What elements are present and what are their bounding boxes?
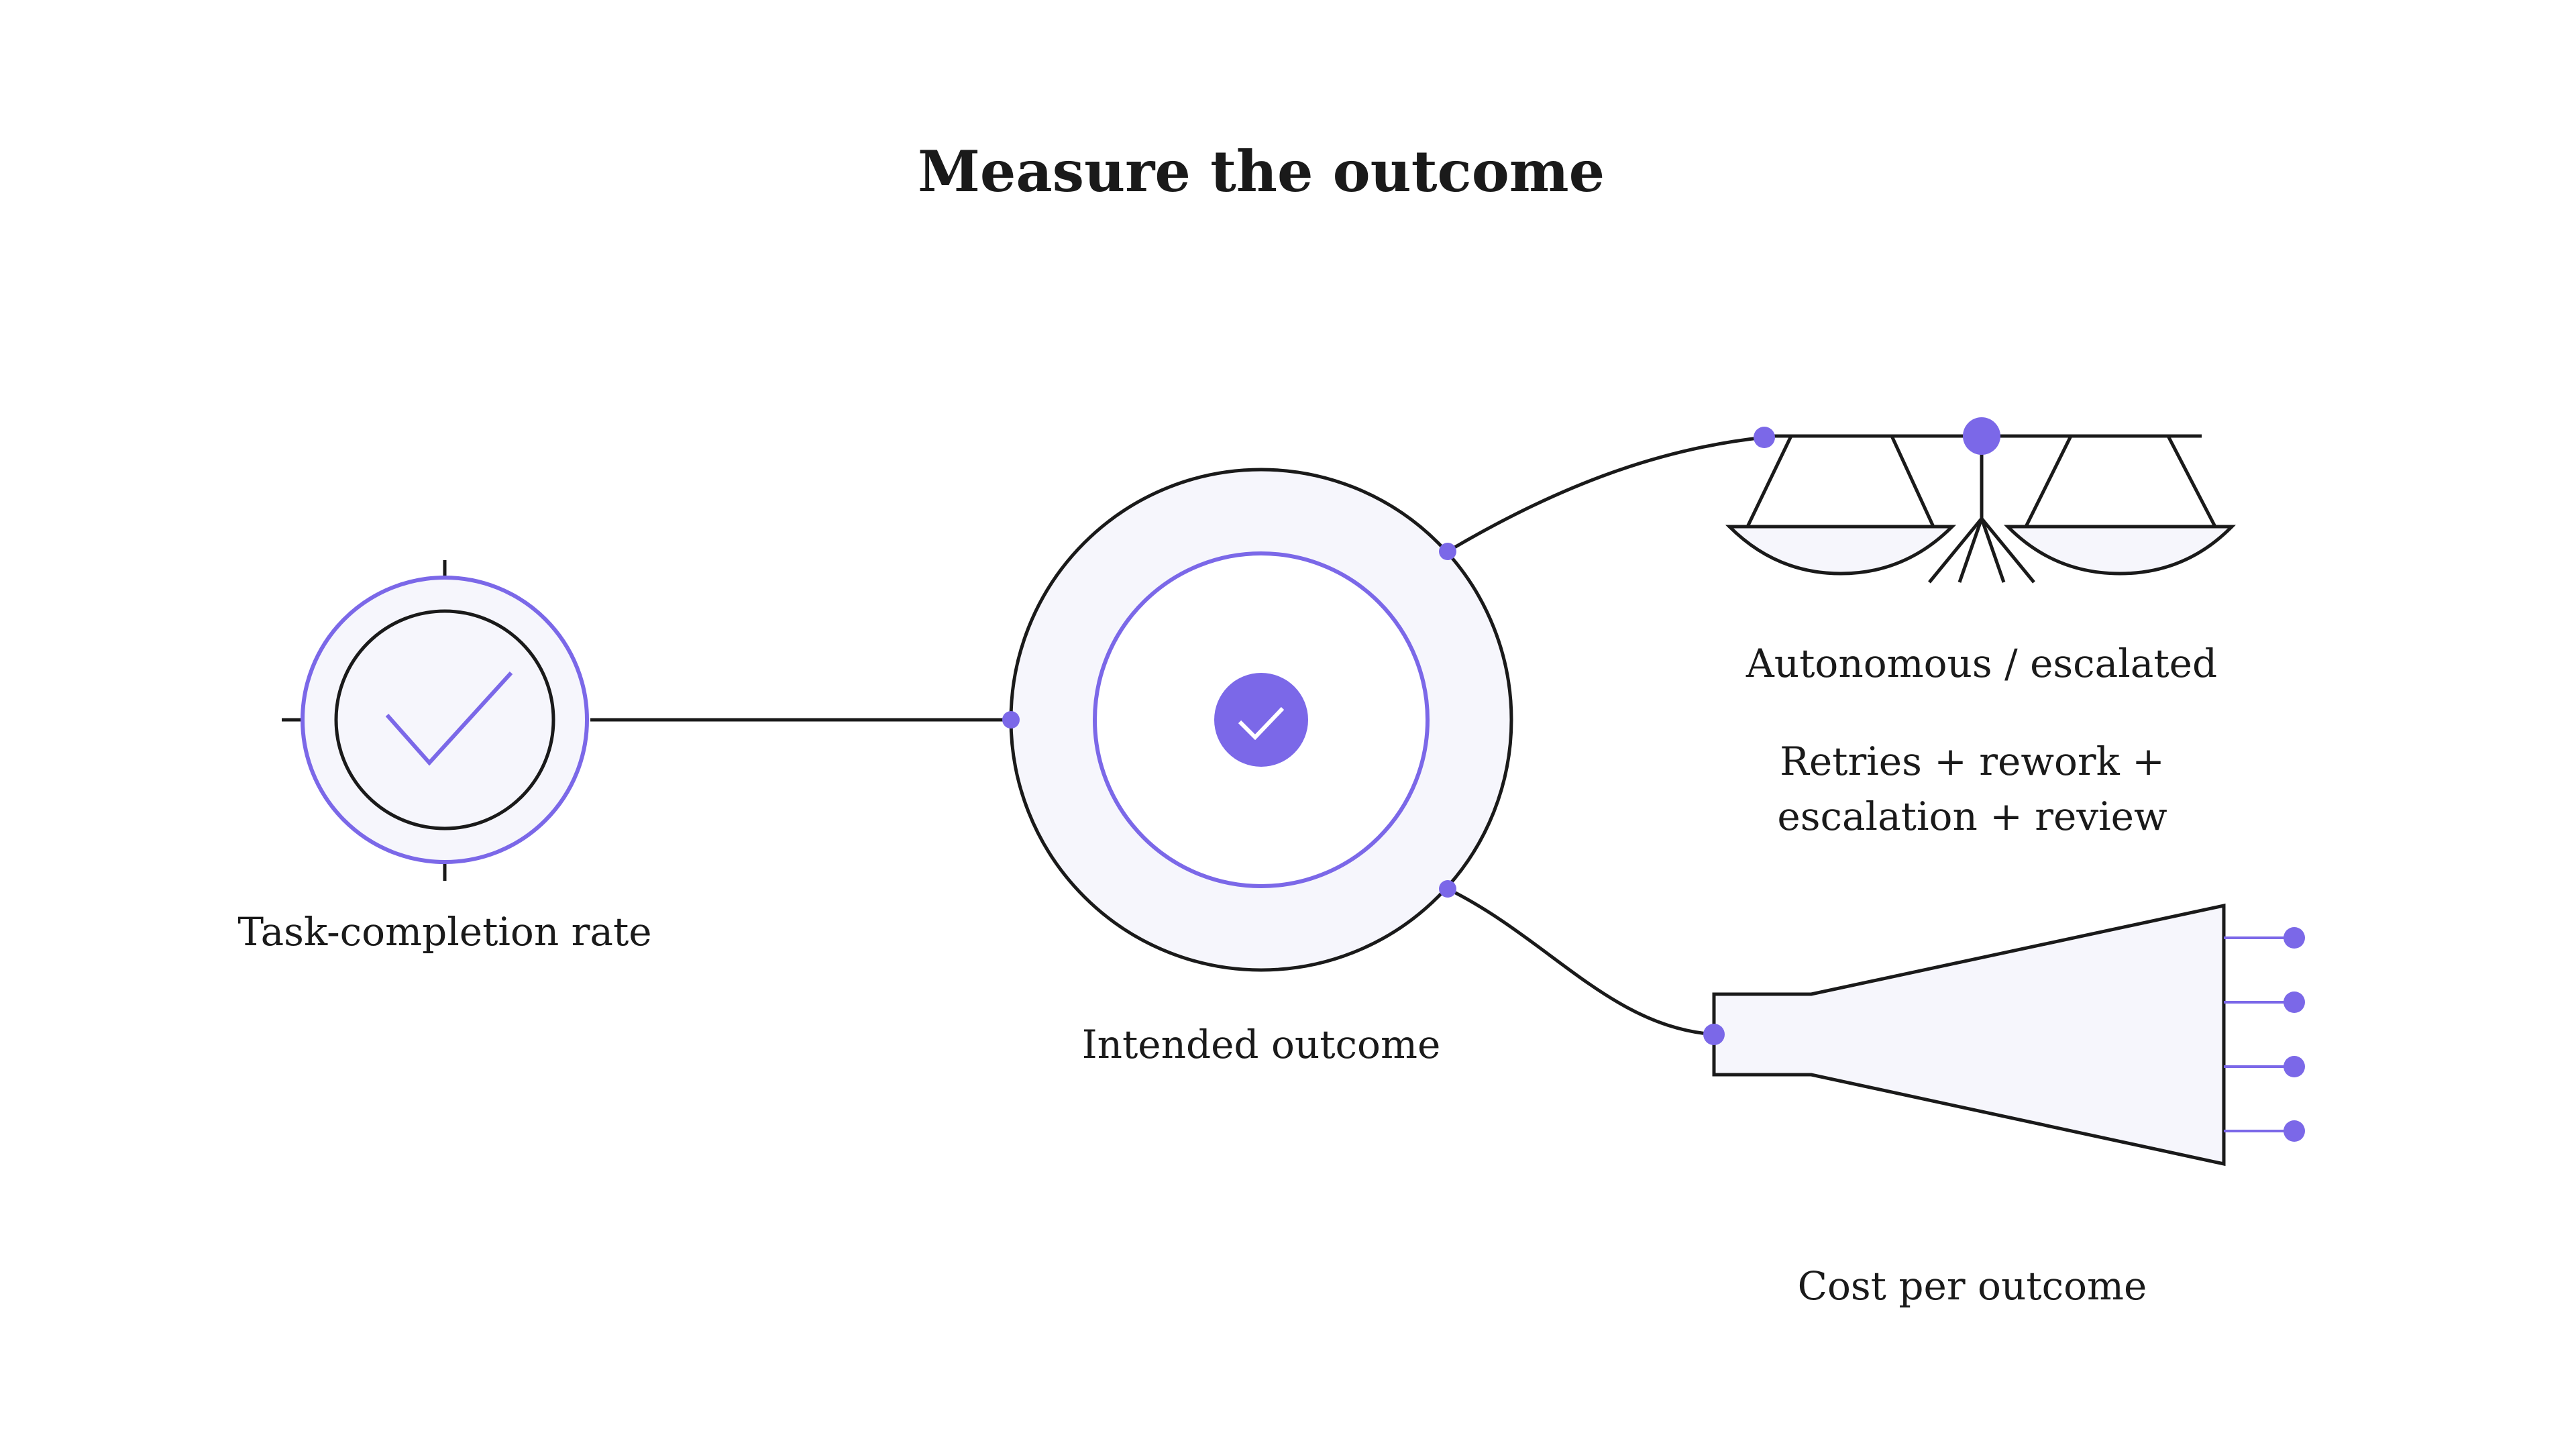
cost-per-outcome-label: Cost per outcome (1798, 1263, 2147, 1309)
connector-dot (1439, 543, 1456, 560)
connector-dot (1002, 711, 1020, 729)
funnel-icon (1712, 903, 2305, 1167)
check-circle-icon (1009, 468, 1513, 972)
task-completion-label: Task-completion rate (237, 909, 651, 955)
retries-label-line2: escalation + review (1777, 794, 2167, 839)
retries-label-line1: Retries + rework + (1780, 739, 2165, 784)
connectors (590, 435, 1765, 1036)
connector-outcome-to-scale (1446, 435, 1765, 553)
balance-scale-icon (1725, 417, 2236, 584)
intended-outcome-label: Intended outcome (1082, 1022, 1441, 1067)
connector-dot (1703, 1024, 1725, 1045)
connector-outcome-to-funnel (1446, 887, 1715, 1036)
diagram-title: Measure the outcome (918, 138, 1605, 205)
connector-dots (1002, 427, 1775, 1045)
autonomous-escalated-label: Autonomous / escalated (1746, 641, 2217, 686)
connector-dot (1754, 427, 1775, 448)
connector-dot (1439, 880, 1456, 898)
target-check-icon (282, 560, 589, 881)
